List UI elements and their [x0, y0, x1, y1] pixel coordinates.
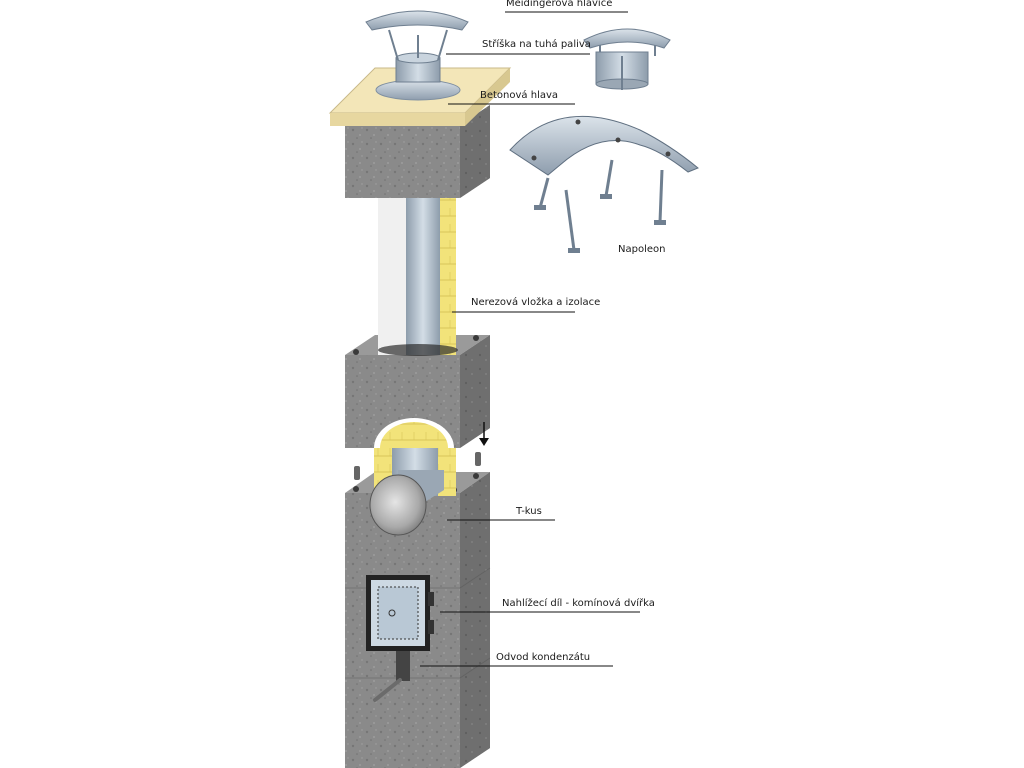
napoleon-cowl: [509, 115, 699, 253]
label-concrete-cap: Betonová hlava: [480, 90, 559, 101]
connecting-pins: [354, 422, 489, 480]
condensate-drain: [373, 651, 410, 702]
label-solid-fuel-hood: Stříška na tuhá paliva: [482, 39, 591, 50]
label-napoleon: Napoleon: [618, 244, 666, 255]
t-piece-pipe: [369, 470, 444, 536]
label-t-piece: T-kus: [516, 506, 542, 517]
label-condensate-drain: Odvod kondenzátu: [496, 652, 591, 663]
label-meidinger-cap: Meidingerova hlavice: [506, 0, 613, 9]
solid-fuel-hood: [365, 10, 469, 83]
chimney-middle-block: [345, 335, 490, 448]
chimney-top-block: [345, 105, 490, 198]
leader-lines: [420, 11, 640, 667]
label-liner-insulation: Nerezová vložka a izolace: [471, 297, 601, 308]
inspection-door: [366, 575, 434, 651]
label-inspection-door: Nahlížecí díl - komínová dvířka: [502, 598, 655, 609]
meidinger-cap: [583, 28, 671, 90]
stainless-liner-insulation: [378, 195, 458, 356]
concrete-cap: [328, 67, 512, 126]
